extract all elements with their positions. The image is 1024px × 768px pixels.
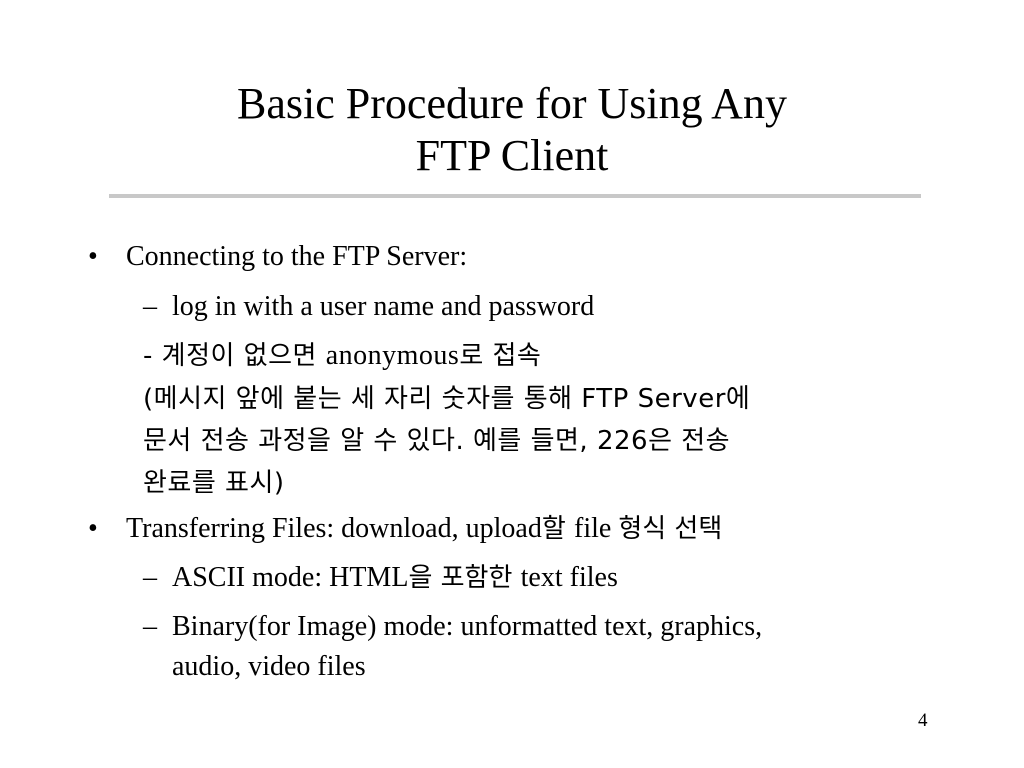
sub-2-1-part-1: ASCII mode: HTML [172, 562, 409, 593]
bullet-marker: • [88, 241, 98, 272]
sub-2-1-text: ASCII mode: HTML을 포함한 text files [172, 561, 618, 595]
sub-1-2-prefix: - 계정이 없으면 [143, 341, 326, 371]
sub-1-2-line-1: - 계정이 없으면 anonymous로 접속 [143, 337, 541, 375]
title-divider [109, 194, 921, 198]
dash-marker: – [143, 291, 157, 322]
sub-1-2-paren-line-1: (메시지 앞에 붙는 세 자리 숫자를 통해 FTP Server에 [143, 384, 751, 414]
bullet-2-part-4: 형식 선택 [618, 514, 723, 544]
bullet-2-part-2: 할 [541, 514, 575, 544]
sub-1-2-paren-line-2: 문서 전송 과정을 알 수 있다. 예를 들면, 226은 전송 [143, 426, 731, 456]
page-number: 4 [918, 710, 928, 731]
sub-2-1-part-3: text files [520, 562, 618, 593]
slide-title: Basic Procedure for Using Any FTP Client [0, 78, 1024, 182]
sub-1-2-suffix: 로 접속 [459, 341, 542, 371]
sub-2-2-line-1: Binary(for Image) mode: unformatted text… [172, 611, 763, 642]
sub-1-2-paren-line-3: 완료를 표시) [143, 468, 285, 498]
slide-title-line-2: FTP Client [415, 131, 609, 180]
dash-marker: – [143, 611, 157, 642]
dash-marker: – [143, 562, 157, 593]
sub-2-2-line-2: audio, video files [172, 651, 366, 682]
sub-2-1-part-2: 을 포함한 [408, 563, 521, 593]
sub-1-2-anonymous: anonymous [325, 340, 460, 371]
bullet-2-part-1: Transferring Files: download, upload [126, 513, 542, 544]
bullet-2-part-3: file [574, 513, 619, 544]
bullet-1-text: Connecting to the FTP Server: [126, 241, 468, 272]
slide-title-line-1: Basic Procedure for Using Any [237, 79, 787, 128]
sub-1-1-text: log in with a user name and password [172, 291, 595, 322]
bullet-marker: • [88, 513, 98, 544]
bullet-2-text: Transferring Files: download, upload할 fi… [126, 512, 722, 546]
